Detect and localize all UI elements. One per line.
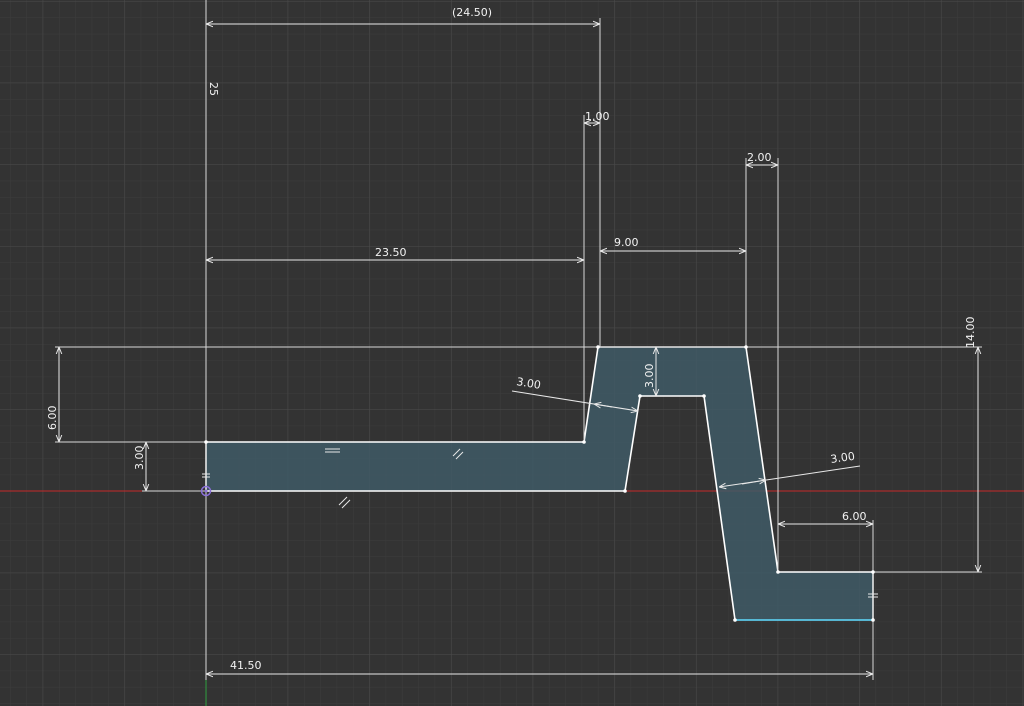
sketch-profile-region[interactable] [206, 347, 873, 620]
parallel-constraint-icon[interactable] [452, 448, 464, 460]
edge-right-descent-outer[interactable] [745, 346, 779, 573]
dim-6-00-right-label[interactable]: 6.00 [842, 510, 867, 523]
dim-6-00-left-label[interactable]: 6.00 [46, 406, 59, 431]
dimension-lines[interactable] [59, 24, 978, 674]
edge-right-descent-inner[interactable] [703, 395, 736, 621]
parallel-constraint-icon[interactable] [338, 496, 351, 509]
sketch-point[interactable] [638, 394, 642, 398]
dim-41-50-label[interactable]: 41.50 [230, 659, 262, 672]
edge-left-rise-outer[interactable] [583, 346, 599, 443]
origin-point-icon[interactable] [200, 485, 212, 497]
dim-3-00-left-label[interactable]: 3.00 [133, 446, 146, 471]
dim-3-00-thick-right-label[interactable]: 3.00 [830, 450, 856, 466]
dim-3-00-thick-left-label[interactable]: 3.00 [516, 375, 542, 392]
dim-3-00-thick-right-arrow[interactable] [741, 480, 766, 485]
dim-1-00-label[interactable]: 1.00 [585, 110, 610, 123]
dim-23-50-label[interactable]: 23.50 [375, 246, 407, 259]
sketch-point[interactable] [623, 489, 627, 493]
dim-24-50-label[interactable]: (24.50) [452, 6, 492, 19]
sketch-point[interactable] [776, 570, 780, 574]
sketch-points[interactable] [204, 345, 875, 622]
sketch-point[interactable] [744, 345, 748, 349]
dim-2-00-label[interactable]: 2.00 [747, 151, 772, 164]
dim-3-00-thick-left-arrow[interactable] [594, 404, 613, 407]
dimension-labels[interactable]: (24.50) 25 1.00 2.00 9.00 23.50 14.00 6.… [46, 6, 977, 672]
sketch-point[interactable] [871, 570, 875, 574]
dim-25-label[interactable]: 25 [207, 82, 220, 96]
dim-14-00-label[interactable]: 14.00 [964, 317, 977, 349]
sketch-point[interactable] [204, 440, 208, 444]
dim-9-00-label[interactable]: 9.00 [614, 236, 639, 249]
sketch-point[interactable] [596, 345, 600, 349]
dim-3-00-thick-left-line[interactable] [511, 390, 638, 411]
sketch-point[interactable] [733, 618, 737, 622]
vertical-constraint-icon[interactable] [202, 473, 210, 478]
dim-3-00-vertical-mid-label[interactable]: 3.00 [643, 364, 656, 389]
sketch-point[interactable] [702, 394, 706, 398]
extension-lines [55, 0, 982, 680]
sketch-point[interactable] [871, 618, 875, 622]
sketch-point[interactable] [582, 440, 586, 444]
vertical-constraint-icon[interactable] [868, 593, 878, 598]
horizontal-constraint-icon[interactable] [325, 448, 340, 453]
